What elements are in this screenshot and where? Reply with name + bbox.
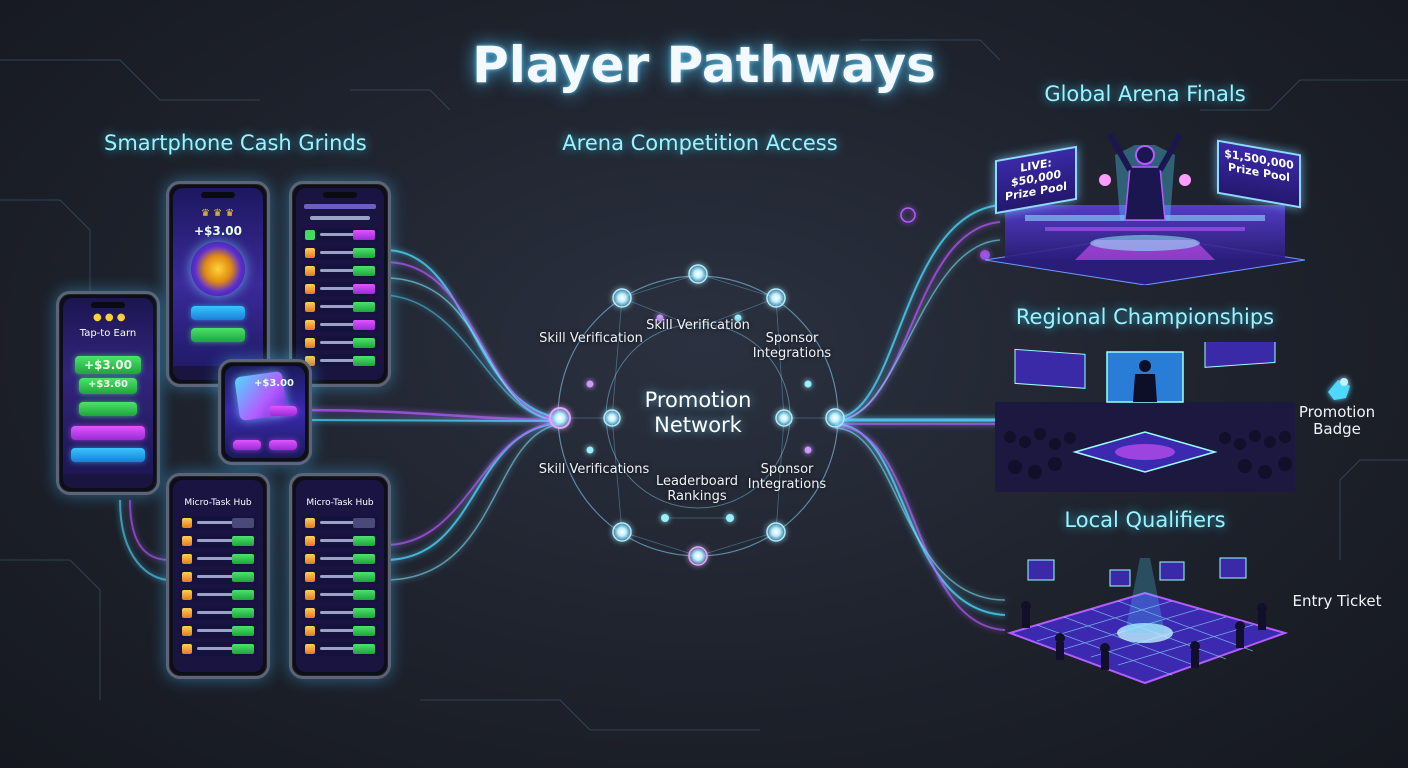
spin-amount: +$3.00: [193, 224, 242, 238]
list-item[interactable]: [179, 624, 257, 638]
phone-micro-task-hub-2: Micro-Task Hub: [289, 473, 391, 679]
tap-earn-amount-button[interactable]: +$3.00: [75, 356, 141, 374]
tap-earn-cyan-button[interactable]: [71, 448, 145, 462]
global-arena-finals-illustration: LIVE: $50,000 Prize Pool $1,500,000 Priz…: [984, 125, 1306, 286]
global-arena-stage-icon: [984, 133, 1306, 286]
phone-micro-task-hub-1: Micro-Task Hub: [166, 473, 270, 679]
global-arena-finals-heading: Global Arena Finals: [1044, 82, 1246, 106]
list-item[interactable]: [302, 336, 378, 350]
tap-earn-pink-button[interactable]: [71, 426, 145, 440]
tap-to-earn-title: Tap-to Earn: [79, 328, 137, 339]
list-item[interactable]: [302, 318, 378, 332]
phone-navbar: [296, 366, 384, 380]
spin-wheel-icon[interactable]: [191, 242, 245, 296]
phone-navbar: [296, 658, 384, 672]
list-item[interactable]: [179, 588, 257, 602]
phone-task-list-top: [289, 181, 391, 387]
promotion-network-label: Promotion Network: [644, 388, 752, 437]
node-skill-verification-top: Skill Verification: [646, 318, 750, 333]
list-item[interactable]: [302, 516, 378, 530]
list-item[interactable]: [302, 624, 378, 638]
phone-tap-to-earn: ● ● ● Tap-to Earn +$3.00 +$3.60: [56, 291, 160, 495]
list-item[interactable]: [302, 588, 378, 602]
node-sponsor-integrations-bottom: Sponsor Integrations: [747, 462, 827, 492]
promotion-badge-label: Promotion Badge: [1298, 403, 1376, 438]
entry-ticket-label: Entry Ticket: [1292, 592, 1382, 610]
list-item[interactable]: [179, 552, 257, 566]
spin-green-button[interactable]: [191, 328, 245, 342]
list-item[interactable]: [302, 228, 378, 242]
left-flow-lines: [119, 249, 561, 581]
list-item[interactable]: [302, 246, 378, 260]
cube-pink-button[interactable]: [269, 406, 297, 416]
list-item[interactable]: [179, 642, 257, 656]
phone-navbar: [63, 474, 153, 488]
circuit-traces: [0, 39, 1408, 731]
list-item[interactable]: [302, 552, 378, 566]
regional-championships-heading: Regional Championships: [1015, 305, 1275, 329]
list-item[interactable]: [302, 282, 378, 296]
node-leaderboard-rankings: Leaderboard Rankings: [655, 474, 739, 504]
list-item[interactable]: [302, 534, 378, 548]
list-item[interactable]: [302, 300, 378, 314]
tap-earn-collect-button[interactable]: [79, 402, 137, 416]
smartphone-cash-grinds-heading: Smartphone Cash Grinds: [104, 131, 367, 155]
coin-icons: ● ● ●: [93, 312, 126, 323]
list-item[interactable]: [302, 606, 378, 620]
node-sponsor-integrations-top: Sponsor Integrations: [752, 331, 832, 361]
cube-action-button-2[interactable]: [269, 440, 297, 450]
arena-competition-access-heading: Arena Competition Access: [562, 131, 838, 155]
list-item[interactable]: [179, 534, 257, 548]
page-title: Player Pathways: [472, 36, 936, 94]
list-item[interactable]: [302, 642, 378, 656]
regional-championships-illustration: [995, 327, 1295, 492]
phone-navbar: [173, 658, 263, 672]
phone-spin-reward: ♛ ♛ ♛ +$3.00: [166, 181, 270, 387]
local-qualifiers-heading: Local Qualifiers: [1064, 508, 1226, 532]
list-item[interactable]: [302, 354, 378, 368]
local-qualifier-grid-icon: [1006, 557, 1289, 685]
tap-earn-bonus-button[interactable]: +$3.60: [79, 378, 137, 394]
node-skill-verifications-bottom: Skill Verifications: [538, 462, 650, 477]
list-item[interactable]: [179, 516, 257, 530]
list-item[interactable]: [302, 570, 378, 584]
crown-icons: ♛ ♛ ♛: [201, 208, 235, 219]
micro-task-hub-title: Micro-Task Hub: [184, 498, 252, 508]
list-item[interactable]: [302, 264, 378, 278]
right-flow-lines: [834, 204, 1006, 631]
node-skill-verification-left: Skill Verification: [539, 331, 643, 346]
list-item[interactable]: [179, 570, 257, 584]
spin-cyan-button[interactable]: [191, 306, 245, 320]
regional-arena-icon: [995, 327, 1295, 492]
promotion-badge-icon: [1328, 378, 1350, 400]
list-item[interactable]: [179, 606, 257, 620]
phone-cube-reward: +$3.00: [218, 359, 312, 465]
cube-amount: +$3.00: [253, 378, 294, 389]
micro-task-hub-title: Micro-Task Hub: [306, 498, 374, 508]
cube-action-button-1[interactable]: [233, 440, 261, 450]
hub-nodes: [549, 207, 990, 566]
local-qualifiers-illustration: [1000, 548, 1290, 698]
